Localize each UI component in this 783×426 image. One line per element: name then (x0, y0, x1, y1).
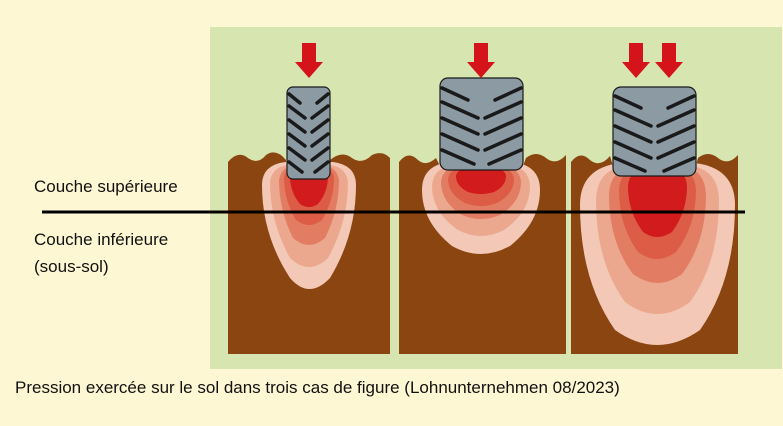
panel-wide-tyre-heavy-load (571, 43, 738, 354)
down-arrow-icon (295, 43, 323, 78)
pressure-bulb (422, 162, 540, 254)
tyre-icon (612, 86, 697, 177)
topsoil-label: Couche supérieure (34, 177, 178, 196)
subsoil-sublabel: (sous-sol) (34, 257, 109, 276)
panel-wide-tyre (399, 43, 566, 354)
tyre-icon (286, 86, 331, 180)
subsoil-label: Couche inférieure (34, 230, 169, 249)
figure-caption: Pression exercée sur le sol dans trois c… (15, 378, 620, 397)
down-arrow-icon (467, 43, 495, 78)
down-arrow-icon (655, 43, 683, 78)
tyre-icon (439, 77, 524, 171)
down-arrow-icon (622, 43, 650, 78)
pressure-bulb (580, 163, 735, 345)
